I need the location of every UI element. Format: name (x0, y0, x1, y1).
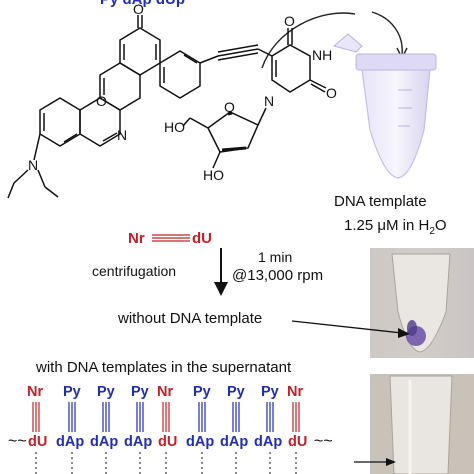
tube-illustration (332, 33, 437, 179)
step-speed: @13,000 rpm (232, 267, 323, 284)
atom-ring-o: O (96, 93, 107, 109)
strand-unit-5: dAp (186, 434, 214, 450)
probe-label-2: Py (97, 384, 115, 400)
strand-unit-1: dAp (56, 434, 84, 450)
dna-template-label: DNA template (334, 193, 427, 210)
compound-du: dU (192, 230, 212, 247)
step-left-label: centrifugation (92, 263, 176, 279)
without-arrow (291, 320, 403, 334)
probe-label-0: Nr (27, 384, 43, 400)
probe-label-6: Py (227, 384, 245, 400)
strand-unit-2: dAp (90, 434, 118, 450)
atom-ring-n: N (117, 127, 127, 143)
strand-unit-8: dU (288, 434, 307, 450)
dna-strand: ~~dUNrdApPydApPydApPydUNrdApPydApPydApPy… (8, 384, 333, 474)
chemical-structure (7, 15, 327, 199)
strand-unit-4: dU (158, 434, 177, 450)
strand-unit-6: dAp (220, 434, 248, 450)
atom-uracil-n: N (264, 93, 274, 109)
atom-uracil-o1: O (284, 13, 295, 29)
probe-label-4: Nr (157, 384, 173, 400)
with-template-label: with DNA templates in the supernatant (35, 359, 292, 376)
atom-uracil-o2: O (326, 85, 337, 101)
stereo-bonds (221, 111, 247, 152)
strand-end-wave: ~~ (314, 433, 333, 450)
structure-atoms: O O N N O NH O N HO O HO (28, 1, 337, 183)
atom-sugar-ho-top: HO (164, 119, 185, 135)
strand-start-wave: ~~ (8, 433, 27, 450)
step-time: 1 min (258, 249, 292, 265)
compound-nr: Nr (128, 230, 145, 247)
without-template-label: without DNA template (117, 310, 262, 327)
probe-label-3: Py (131, 384, 149, 400)
top-label: Py dAp dUp (100, 0, 185, 8)
strand-unit-7: dAp (254, 434, 282, 450)
centrifugation-step: centrifugation 1 min @13,000 rpm (92, 248, 323, 296)
probe-label-7: Py (261, 384, 279, 400)
compound-notation: Nr dU (128, 230, 212, 247)
atom-sugar-ho-bottom: HO (203, 167, 224, 183)
probe-label-5: Py (193, 384, 211, 400)
atom-amine-n: N (28, 157, 38, 173)
probe-label-8: Nr (287, 384, 303, 400)
probe-label-1: Py (63, 384, 81, 400)
atom-sugar-o: O (224, 99, 235, 115)
photo-with-template (370, 374, 474, 474)
dna-template-concentration: 1.25 μM in H2O (344, 217, 447, 237)
strand-unit-0: dU (28, 434, 47, 450)
atom-ketone-o: O (133, 1, 144, 17)
photo-without-template (370, 248, 474, 358)
atom-uracil-nh: NH (312, 47, 332, 63)
strand-unit-3: dAp (124, 434, 152, 450)
